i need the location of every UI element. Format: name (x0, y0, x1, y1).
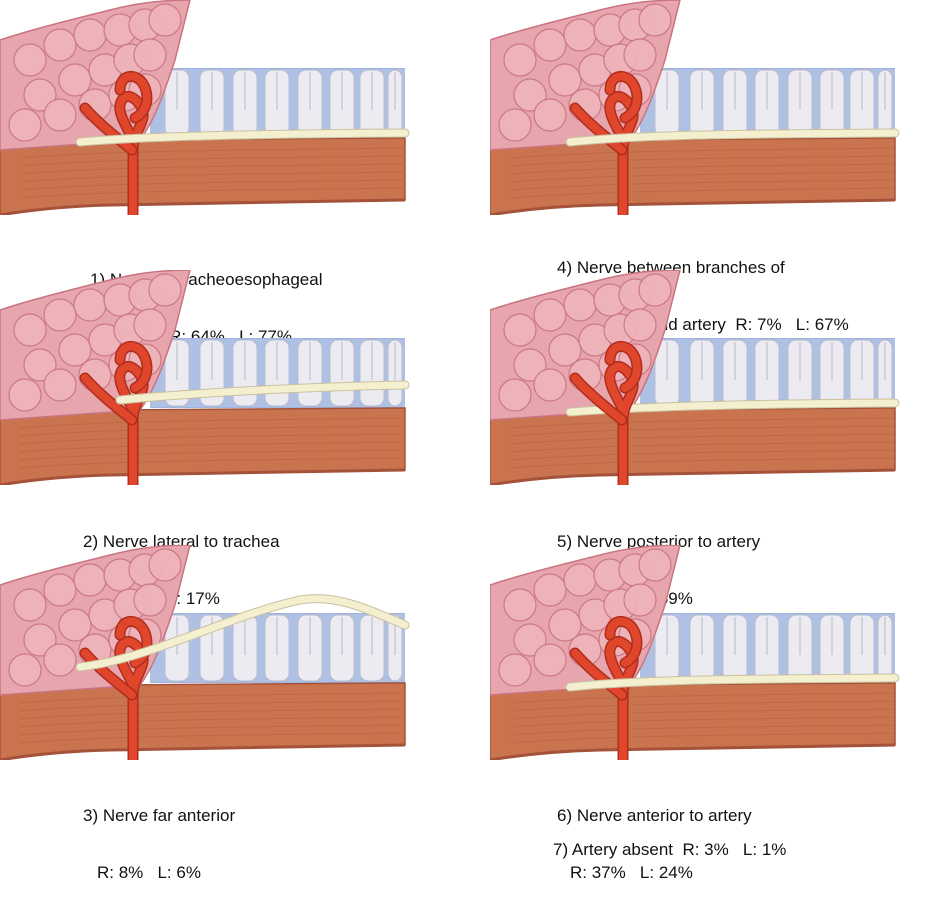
caption-line: R: 37% L: 24% (557, 863, 752, 882)
thyroid-lobule (74, 564, 106, 596)
thyroid-lobule (534, 369, 566, 401)
thyroid-lobule (134, 39, 166, 71)
thyroid-lobule (564, 564, 596, 596)
thyroid-lobule (499, 379, 531, 411)
thyroid-lobule (534, 99, 566, 131)
thyroid-lobule (14, 314, 46, 346)
thyroid-lobule (44, 369, 76, 401)
anatomy-illustration-2 (0, 270, 420, 485)
illustration-group (0, 270, 405, 485)
thyroid-lobule (14, 44, 46, 76)
anatomy-illustration-5 (490, 270, 910, 485)
thyroid-lobule (74, 19, 106, 51)
thyroid-lobule (9, 379, 41, 411)
anatomy-illustration-4 (490, 0, 910, 215)
thyroid-lobule (624, 584, 656, 616)
caption-line: 6) Nerve anterior to artery (557, 806, 752, 825)
thyroid-lobule (74, 289, 106, 321)
illustration-group (0, 0, 405, 215)
anatomy-illustration-1 (0, 0, 420, 215)
variant-panel-1 (0, 0, 420, 215)
thyroid-lobule (44, 644, 76, 676)
thyroid-lobule (149, 549, 181, 581)
thyroid-lobule (134, 309, 166, 341)
thyroid-lobule (44, 574, 76, 606)
variant-panel-2 (0, 270, 420, 485)
illustration-group (490, 0, 895, 215)
thyroid-lobule (639, 549, 671, 581)
thyroid-lobule (624, 39, 656, 71)
thyroid-lobule (639, 4, 671, 36)
thyroid-lobule (534, 299, 566, 331)
thyroid-lobule (624, 309, 656, 341)
variant-panel-3 (0, 545, 420, 760)
thyroid-lobule (9, 109, 41, 141)
thyroid-lobule (44, 299, 76, 331)
thyroid-lobule (149, 4, 181, 36)
thyroid-lobule (499, 654, 531, 686)
variant-panel-5 (490, 270, 910, 485)
thyroid-lobule (534, 29, 566, 61)
thyroid-lobule (639, 274, 671, 306)
illustration-group (490, 270, 895, 485)
thyroid-lobule (534, 574, 566, 606)
thyroid-lobule (564, 289, 596, 321)
thyroid-lobule (44, 29, 76, 61)
variant-caption-6: 6) Nerve anterior to artery R: 37% L: 24… (557, 768, 752, 901)
thyroid-lobule (9, 654, 41, 686)
anatomy-illustration-3 (0, 545, 420, 760)
variant-caption-7: 7) Artery absent R: 3% L: 1% (553, 840, 786, 860)
caption-line: R: 8% L: 6% (83, 863, 235, 882)
thyroid-lobule (504, 44, 536, 76)
caption-line: 3) Nerve far anterior (83, 806, 235, 825)
illustration-group (0, 545, 405, 760)
anatomy-illustration-6 (490, 545, 910, 760)
variant-caption-3: 3) Nerve far anterior R: 8% L: 6% (83, 768, 235, 901)
thyroid-lobule (534, 644, 566, 676)
thyroid-lobule (504, 589, 536, 621)
thyroid-lobule (564, 19, 596, 51)
thyroid-lobule (44, 99, 76, 131)
variant-panel-4 (490, 0, 910, 215)
thyroid-lobule (14, 589, 46, 621)
thyroid-lobule (149, 274, 181, 306)
thyroid-lobule (499, 109, 531, 141)
thyroid-lobule (134, 584, 166, 616)
illustration-group (490, 545, 895, 760)
thyroid-lobule (504, 314, 536, 346)
variant-panel-6 (490, 545, 910, 760)
